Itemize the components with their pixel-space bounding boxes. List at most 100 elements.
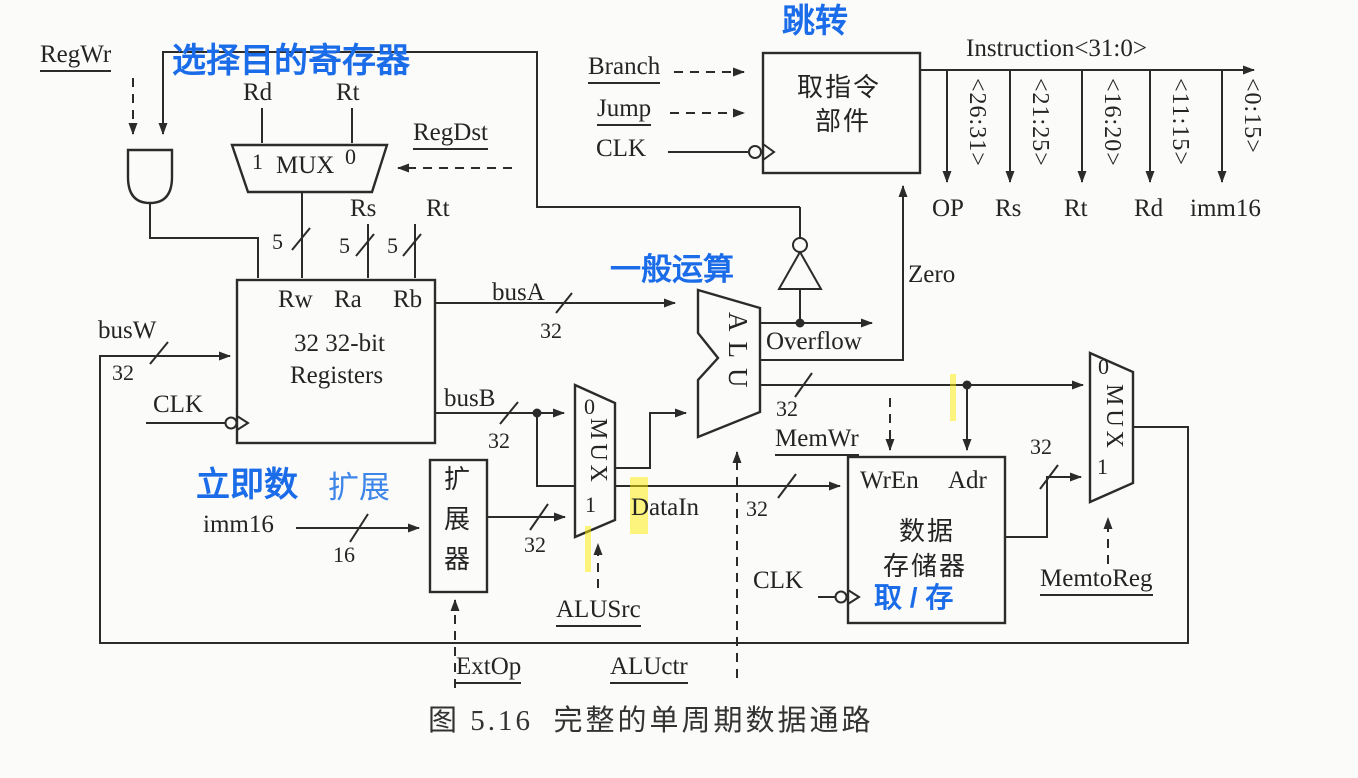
field-name-imm16: imm16 bbox=[1190, 195, 1261, 222]
note-select-dest-register: 选择目的寄存器 bbox=[172, 42, 410, 80]
width5-label: 5 bbox=[387, 233, 398, 258]
clk-memory-label: CLK bbox=[753, 567, 803, 594]
bus-slash bbox=[355, 233, 375, 257]
note-general-alu-op: 一般运算 bbox=[610, 252, 734, 287]
alusrc-mux-out-wire bbox=[615, 408, 687, 469]
bus-slash bbox=[499, 401, 519, 425]
field-name-rt: Rt bbox=[1064, 195, 1088, 222]
extender-char2: 展 bbox=[444, 505, 473, 534]
rt-top-label: Rt bbox=[336, 79, 360, 106]
clock-wedge-icon bbox=[762, 143, 776, 161]
width5-label: 5 bbox=[339, 233, 350, 258]
datain-wire bbox=[536, 413, 841, 491]
inverter-bubble-icon bbox=[792, 237, 808, 253]
field-name-rs: Rs bbox=[995, 195, 1022, 222]
zero-wire bbox=[760, 185, 908, 361]
memory-title-line2: 存储器 bbox=[883, 552, 968, 581]
alusrc-mux-in0-label: 0 bbox=[584, 394, 595, 419]
aluctr-label: ALUctr bbox=[610, 653, 688, 685]
width5-label: 5 bbox=[272, 229, 283, 254]
alu-shape bbox=[696, 288, 762, 439]
width32-label: 32 bbox=[524, 532, 546, 557]
jump-label: Jump bbox=[597, 95, 652, 127]
memtoreg-mux-label: MUX bbox=[1101, 384, 1127, 453]
field-name-rd: Rd bbox=[1134, 195, 1164, 222]
regdst-mux-label: MUX bbox=[276, 152, 335, 179]
field-bits-rt: <16:20> bbox=[1099, 78, 1125, 167]
bus-slash bbox=[349, 513, 369, 543]
memtoreg-label: MemtoReg bbox=[1040, 565, 1153, 597]
zero-label: Zero bbox=[908, 261, 956, 288]
busw-wire bbox=[99, 351, 1189, 644]
alusrc-mux-in1-label: 1 bbox=[585, 492, 596, 517]
alusrc-mux-label: MUX bbox=[585, 418, 611, 487]
extender-box bbox=[428, 458, 489, 594]
fetch-unit-box bbox=[761, 51, 922, 175]
data-memory-box bbox=[846, 455, 1007, 625]
memwr-label: MemWr bbox=[775, 425, 859, 457]
field-bits-op: <26:31> bbox=[964, 78, 990, 167]
clk-registers-label: CLK bbox=[153, 391, 203, 418]
width32-label: 32 bbox=[488, 428, 510, 453]
note-load-store: 取 / 存 bbox=[874, 582, 954, 613]
junction-dot bbox=[795, 318, 805, 328]
dout-wire bbox=[1005, 472, 1082, 538]
width32-label: 32 bbox=[540, 318, 562, 343]
clock-wedge-icon bbox=[847, 589, 861, 605]
rt-mid-label: Rt bbox=[426, 195, 450, 222]
note-jump: 跳转 bbox=[782, 2, 848, 39]
registers-title-line1: 32 32-bit bbox=[294, 330, 385, 357]
width32-label: 32 bbox=[746, 496, 768, 521]
field-bits-imm16: <0:15> bbox=[1239, 78, 1265, 154]
and-gate-icon bbox=[126, 148, 174, 205]
extender-char3: 器 bbox=[444, 545, 473, 574]
fetch-unit-line2: 部件 bbox=[815, 107, 872, 136]
imm16-label: imm16 bbox=[203, 511, 274, 538]
overflow-label: Overflow bbox=[766, 328, 862, 355]
registers-port-rb: Rb bbox=[393, 286, 423, 313]
regdst-mux-in1-label: 1 bbox=[252, 149, 263, 174]
clk-fetch-label: CLK bbox=[596, 135, 646, 162]
width16-label: 16 bbox=[333, 542, 355, 567]
registers-port-ra: Ra bbox=[334, 286, 362, 313]
width32-label: 32 bbox=[1030, 434, 1052, 459]
busb-label: busB bbox=[444, 385, 496, 412]
memory-port-wren: WrEn bbox=[860, 467, 919, 494]
regdst-mux-shape bbox=[230, 143, 389, 194]
rd-top-label: Rd bbox=[243, 79, 273, 106]
memtoreg-mux-shape bbox=[1088, 351, 1135, 504]
field-name-op: OP bbox=[932, 195, 964, 222]
registers-port-rw: Rw bbox=[278, 286, 313, 313]
regdst-mux-in0-label: 0 bbox=[345, 144, 356, 169]
bus-slash bbox=[149, 341, 169, 365]
regwr-label: RegWr bbox=[40, 41, 112, 73]
clock-bubble-icon bbox=[834, 590, 848, 604]
figure-caption: 图 5.16 完整的单周期数据通路 bbox=[428, 705, 874, 737]
rs-mid-label: Rs bbox=[350, 195, 377, 222]
note-immediate: 立即数 bbox=[196, 466, 298, 504]
alu-label: ALU bbox=[723, 312, 753, 398]
memory-title-line1: 数据 bbox=[899, 517, 956, 546]
width32-label: 32 bbox=[112, 360, 134, 385]
field-bits-rd: <11:15> bbox=[1167, 78, 1193, 166]
highlight-mark bbox=[630, 477, 648, 534]
bus-slash bbox=[529, 503, 549, 531]
note-extend: 扩展 bbox=[328, 470, 390, 505]
field-bits-rs: <21:25> bbox=[1027, 78, 1053, 167]
registers-title-line2: Registers bbox=[290, 362, 384, 389]
regdst-label: RegDst bbox=[413, 119, 488, 151]
extender-char1: 扩 bbox=[444, 465, 473, 494]
branch-label: Branch bbox=[588, 53, 661, 85]
memory-port-adr: Adr bbox=[948, 467, 987, 494]
width32-label: 32 bbox=[776, 396, 798, 421]
memtoreg-mux-in0-label: 0 bbox=[1098, 354, 1109, 379]
inverter-icon bbox=[777, 249, 823, 290]
bus-slash bbox=[402, 233, 422, 257]
busw-label: busW bbox=[98, 317, 157, 344]
alusrc-mux-shape bbox=[573, 383, 617, 539]
clock-bubble-icon bbox=[748, 145, 762, 159]
bus-slash bbox=[777, 473, 797, 499]
datain-label: DataIn bbox=[631, 494, 700, 521]
